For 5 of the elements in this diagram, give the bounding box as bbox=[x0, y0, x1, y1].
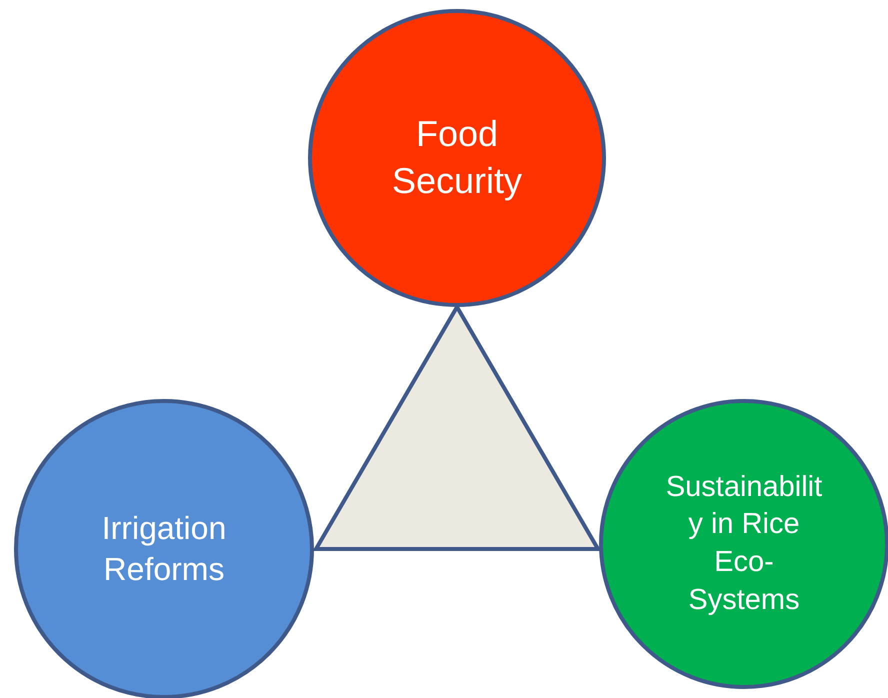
node-label: Sustainability in Rice Eco-Systems bbox=[664, 470, 824, 618]
triangle-node bbox=[316, 307, 598, 549]
circle-node bbox=[309, 10, 605, 306]
node-label: Food Security bbox=[390, 112, 524, 203]
node-label: Irrigation Reforms bbox=[100, 508, 228, 590]
